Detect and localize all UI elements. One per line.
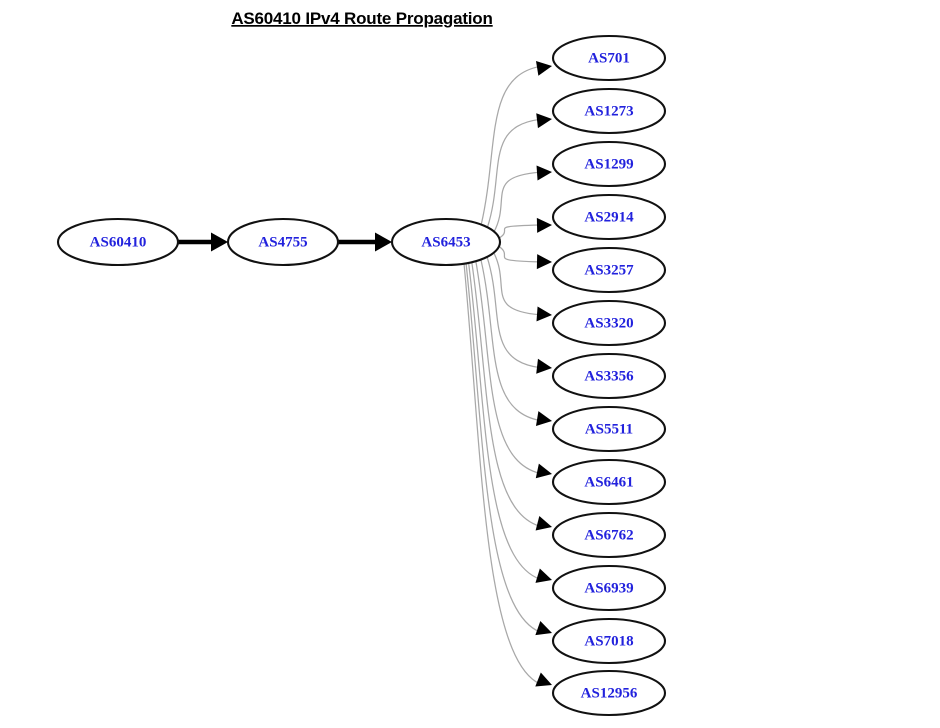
node-as12956[interactable]: AS12956 [551,669,667,717]
node-ellipse[interactable] [551,352,667,400]
node-as3356[interactable]: AS3356 [551,352,667,400]
edge-as6453-to-as3356 [486,256,552,374]
edge-as6453-to-as6461 [475,260,552,479]
edge-as60410-to-as4755 [178,232,228,252]
node-as5511[interactable]: AS5511 [551,405,667,453]
node-label: AS2914 [584,209,634,225]
edge-curve [480,65,541,226]
arrow-head-icon [536,358,552,374]
node-as6762[interactable]: AS6762 [551,511,667,559]
edge-curve [497,245,541,263]
node-label: AS6762 [584,527,633,543]
edge-as6453-to-as701 [480,60,552,226]
node-label: AS3257 [584,262,634,278]
node-as6453[interactable]: AS6453 [390,217,502,267]
edge-as4755-to-as6453 [338,232,392,252]
edge-curve [463,263,541,685]
node-as7018[interactable]: AS7018 [551,617,667,665]
arrow-head-icon [536,306,552,322]
node-label: AS3320 [584,315,633,331]
node-label: AS6939 [584,580,633,596]
node-as2914[interactable]: AS2914 [551,193,667,241]
arrow-head-icon [535,60,552,76]
edge-curve [497,224,541,240]
edge-as6453-to-as6762 [471,261,552,531]
node-as6939[interactable]: AS6939 [551,564,667,612]
edge-as6453-to-as1273 [486,113,552,229]
node-as60410[interactable]: AS60410 [56,217,180,267]
node-ellipse[interactable] [551,617,667,665]
edge-curve [467,262,541,580]
edge-layer [178,60,552,687]
arrow-head-icon [535,411,552,426]
arrow-head-icon [535,672,552,687]
node-ellipse[interactable] [551,87,667,135]
arrow-head-icon [536,254,552,270]
edge-as6453-to-as6939 [467,262,552,583]
node-label: AS60410 [90,234,147,250]
node-ellipse[interactable] [551,564,667,612]
node-as4755[interactable]: AS4755 [226,217,340,267]
node-ellipse[interactable] [551,34,667,82]
node-as6461[interactable]: AS6461 [551,458,667,506]
node-label: AS4755 [258,234,307,250]
edge-as6453-to-as7018 [465,262,552,636]
node-layer: AS60410 AS4755 AS6453 AS701AS1273AS1299AS29… [56,34,667,717]
node-ellipse[interactable] [551,511,667,559]
node-label: AS5511 [585,421,633,437]
node-ellipse[interactable] [56,217,180,267]
node-ellipse[interactable] [551,669,667,717]
node-as1273[interactable]: AS1273 [551,87,667,135]
edge-curve [480,258,541,422]
edge-curve [486,118,541,229]
edge-curve [471,261,541,527]
edge-curve [492,251,541,316]
edge-as6453-to-as2914 [497,217,552,240]
node-as1299[interactable]: AS1299 [551,140,667,188]
edge-as6453-to-as3320 [492,251,552,322]
page-title: AS60410 IPv4 Route Propagation [231,9,492,28]
edge-as6453-to-as5511 [480,258,552,426]
arrow-head-icon [536,217,552,233]
arrow-head-icon [535,568,552,583]
node-as3320[interactable]: AS3320 [551,299,667,347]
node-ellipse[interactable] [226,217,340,267]
edge-curve [465,262,541,633]
edge-as6453-to-as3257 [497,245,552,270]
arrow-head-icon [535,516,552,531]
node-as3257[interactable]: AS3257 [551,246,667,294]
node-label: AS6453 [421,234,470,250]
node-as701[interactable]: AS701 [551,34,667,82]
arrow-head-icon [375,232,392,252]
node-ellipse[interactable] [551,246,667,294]
arrow-head-icon [535,620,552,636]
edge-curve [486,256,541,369]
arrow-head-icon [536,165,552,181]
node-label: AS7018 [584,633,633,649]
edge-curve [475,260,541,475]
node-label: AS701 [588,50,630,66]
edge-as6453-to-as1299 [493,165,552,233]
node-ellipse[interactable] [551,140,667,188]
node-ellipse[interactable] [551,299,667,347]
arrow-head-icon [535,463,552,479]
arrow-head-icon [211,232,228,252]
node-ellipse[interactable] [551,405,667,453]
arrow-head-icon [536,113,552,129]
node-ellipse[interactable] [551,458,667,506]
node-ellipse[interactable] [390,217,502,267]
node-label: AS1299 [584,156,633,172]
node-ellipse[interactable] [551,193,667,241]
node-label: AS1273 [584,103,633,119]
node-label: AS12956 [581,685,638,701]
edge-as6453-to-as12956 [463,263,552,687]
edge-curve [493,171,541,233]
node-label: AS6461 [584,474,633,490]
node-label: AS3356 [584,368,634,384]
